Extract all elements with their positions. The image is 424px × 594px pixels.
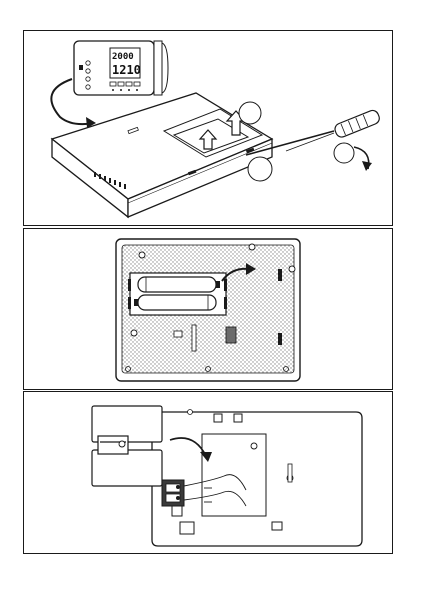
- step-callout-3: [334, 143, 354, 163]
- panel-battery-compartment: [23, 228, 393, 390]
- screw-icon: [119, 441, 125, 447]
- step-callout-2: [248, 157, 272, 181]
- battery-compartment-illustration: [24, 229, 393, 390]
- thermostat-unit: 2000 1210: [74, 41, 168, 95]
- lcd-top-value: 2000: [112, 52, 134, 62]
- panel-device-removal: 2000 1210: [23, 30, 393, 226]
- battery-icon: [134, 295, 216, 310]
- device-removal-illustration: 2000 1210: [24, 31, 393, 226]
- wall-mount-illustration: [24, 392, 393, 554]
- panel-wall-mount-wiring: [23, 391, 393, 554]
- chip: [226, 327, 236, 343]
- step-callout-1: [239, 102, 261, 124]
- terminal-block: [162, 480, 184, 506]
- lcd-main-value: 1210: [112, 63, 141, 77]
- battery-icon: [138, 277, 220, 292]
